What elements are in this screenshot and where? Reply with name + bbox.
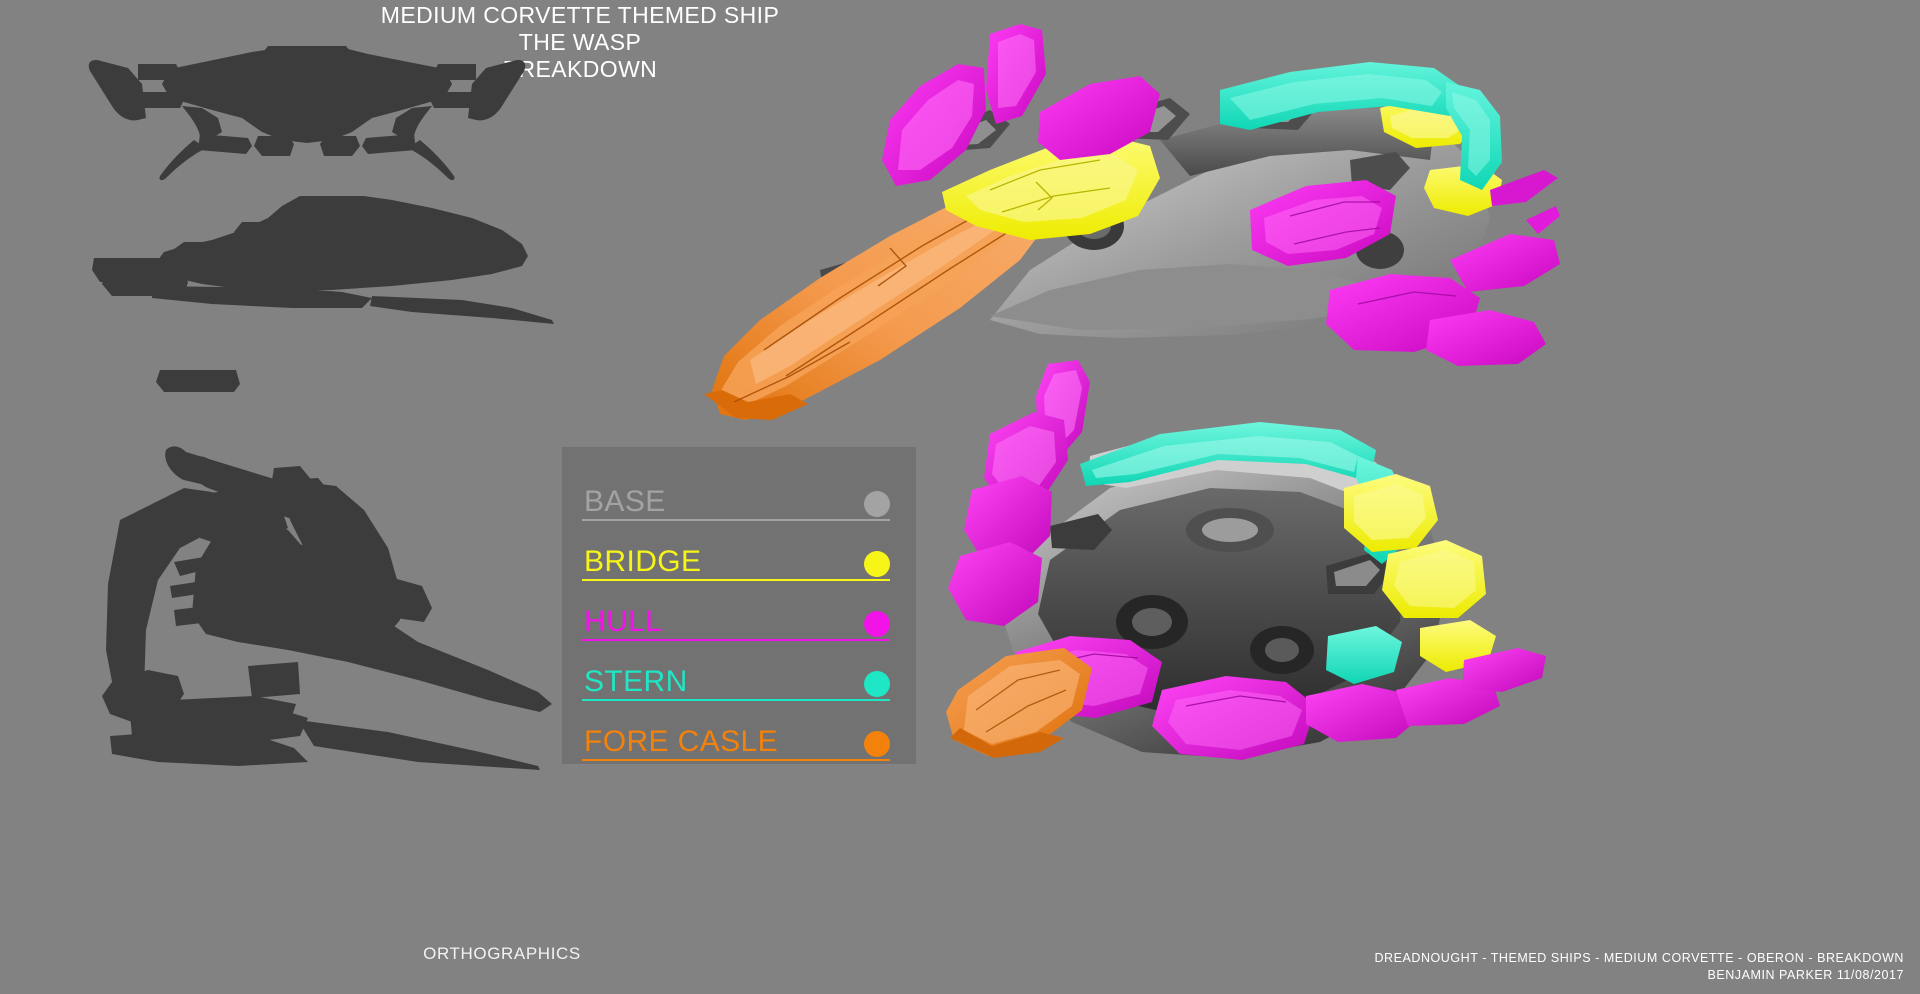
- front-view-silhouette: [102, 370, 552, 770]
- legend-swatch-stern: [864, 671, 890, 697]
- ship-render-secondary: [946, 360, 1546, 760]
- legend-row-stern[interactable]: STERN: [574, 653, 892, 705]
- credit-block: DREADNOUGHT - THEMED SHIPS - MEDIUM CORV…: [1374, 950, 1904, 984]
- render-stern-section: [1220, 62, 1502, 190]
- legend-rule-bridge: [582, 579, 890, 581]
- legend-swatch-base: [864, 491, 890, 517]
- legend-row-bridge[interactable]: BRIDGE: [574, 533, 892, 585]
- orthographics-caption: ORTHOGRAPHICS: [423, 944, 581, 963]
- color-legend-panel: BASE BRIDGE HULL STERN FORE CASLE: [562, 447, 916, 764]
- legend-label-fore-casle: FORE CASLE: [584, 725, 779, 758]
- legend-rule-base: [582, 519, 890, 521]
- legend-rule-stern: [582, 699, 890, 701]
- legend-swatch-hull: [864, 611, 890, 637]
- render2-forecastle-section: [946, 648, 1092, 758]
- legend-label-base: BASE: [584, 485, 666, 518]
- top-view-silhouette: [88, 46, 526, 181]
- credit-line-project: DREADNOUGHT - THEMED SHIPS - MEDIUM CORV…: [1374, 951, 1904, 965]
- legend-label-stern: STERN: [584, 665, 688, 698]
- title-line-1: MEDIUM CORVETTE THEMED SHIP: [380, 2, 780, 28]
- legend-rule-hull: [582, 639, 890, 641]
- legend-row-base[interactable]: BASE: [574, 473, 892, 525]
- legend-row-fore-casle[interactable]: FORE CASLE: [574, 713, 892, 765]
- render2-bridge-section: [1344, 474, 1496, 672]
- legend-swatch-bridge: [864, 551, 890, 577]
- legend-swatch-fore-casle: [864, 731, 890, 757]
- legend-rule-fore-casle: [582, 759, 890, 761]
- side-view-silhouette: [92, 196, 554, 324]
- title-line-2: THE WASP: [518, 29, 642, 55]
- legend-label-hull: HULL: [584, 605, 663, 638]
- page-title: MEDIUM CORVETTE THEMED SHIP THE WASP BRE…: [0, 2, 1160, 83]
- render-hull-section: [882, 24, 1560, 366]
- credit-line-author: BENJAMIN PARKER 11/08/2017: [1707, 968, 1904, 982]
- legend-row-hull[interactable]: HULL: [574, 593, 892, 645]
- title-line-3: BREAKDOWN: [502, 56, 658, 82]
- render-forecastle-section: [704, 180, 1050, 420]
- ship-render-main: [704, 24, 1560, 420]
- legend-label-bridge: BRIDGE: [584, 545, 702, 578]
